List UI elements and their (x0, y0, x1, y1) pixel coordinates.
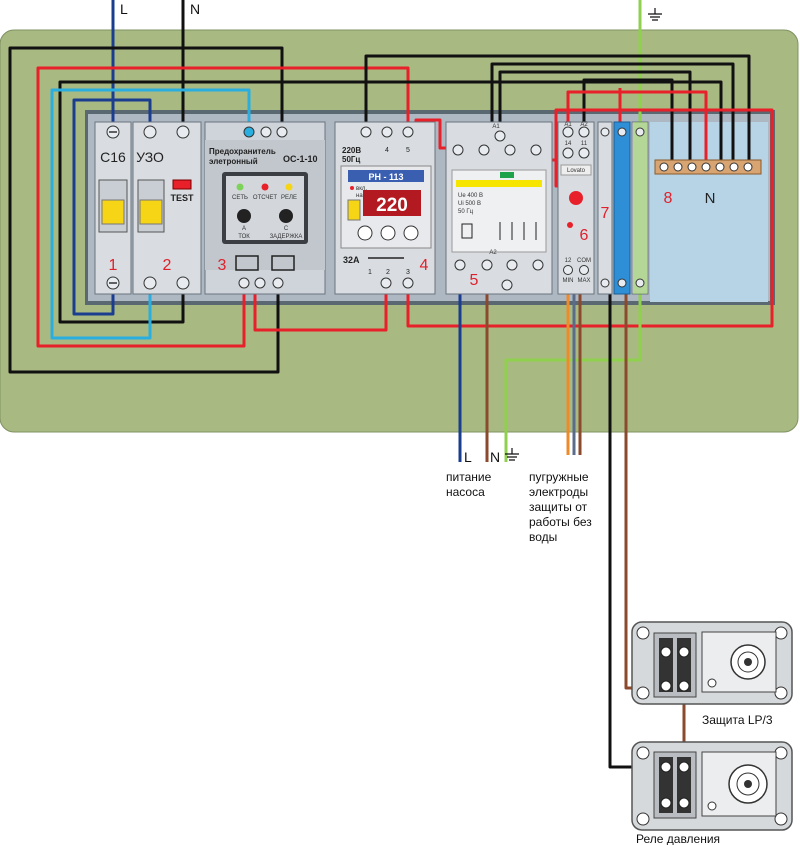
relay-knob-2[interactable] (380, 225, 396, 241)
delay-knob-letter: С (284, 226, 289, 232)
relay-voltage-label: 220В (342, 146, 361, 155)
wire-black-n3 (490, 62, 735, 160)
relay-small-label-1: вкл. (356, 186, 367, 192)
led-countdown (261, 183, 269, 191)
rcd-test-label: TEST (170, 193, 194, 203)
relay-terminal-3: 3 (406, 269, 410, 276)
module-neutral-bus: 8 N (654, 159, 762, 207)
wire-black-n5 (582, 78, 674, 160)
pump-caption-line-1: питание (446, 470, 492, 484)
module-2-label: УЗО (136, 149, 164, 165)
fuse-title: Предохранитель (209, 147, 276, 156)
level-relay-max: MAX (577, 278, 590, 284)
module-7-number: 7 (601, 205, 610, 222)
electrodes-caption-line-5: воды (529, 530, 557, 544)
module-terminal-block: 7 (597, 121, 649, 295)
level-relay-brand: Lovato (567, 168, 586, 174)
module-electronic-fuse: Предохранитель элетронный ОС-1-10 СЕТЬ О… (204, 121, 326, 295)
electrodes-caption-line-3: защиты от (529, 500, 588, 514)
earth-symbol-top (648, 8, 662, 21)
wire-black-n4 (498, 70, 692, 160)
wire-blue-c16-uzo (72, 98, 152, 316)
fuse-title2: элетронный (209, 157, 258, 166)
led-network (236, 183, 244, 191)
fuse-model: ОС-1-10 (283, 154, 318, 164)
relay-model: РН - 113 (368, 172, 403, 182)
led-label-network: СЕТЬ (232, 195, 248, 201)
module-c16-breaker: C16 1 (94, 121, 132, 295)
electrodes-caption-line-1: пугружные (529, 470, 589, 484)
level-relay-a1: A1 (564, 122, 572, 128)
level-relay-11: 11 (581, 141, 588, 147)
module-2-number: 2 (163, 257, 172, 274)
current-knob[interactable] (237, 209, 251, 223)
contactor-spec-2: Ui 500 В (458, 201, 481, 207)
wire-black-n2 (364, 54, 751, 160)
relay-display-value: 220 (376, 195, 408, 216)
module-3-number: 3 (218, 257, 227, 274)
electrodes-caption-line-4: работы без (529, 515, 592, 529)
relay-terminal-1: 1 (368, 269, 372, 276)
module-1-label: C16 (100, 149, 126, 165)
wire-black-inner (58, 80, 723, 324)
led-label-countdown: ОТСЧЕТ (253, 195, 277, 201)
led-relay (285, 183, 293, 191)
wire-red-3-4 (253, 287, 388, 332)
module-contactor: A1 Ue 400 В Ui 500 В 50 Гц 5 A2 (445, 121, 553, 295)
module-6-number: 6 (580, 227, 589, 244)
module-level-relay: A1 A2 14 11 Lovato 6 12 COM MIN MAX (557, 121, 595, 295)
bottom-neutral-label: N (490, 449, 500, 465)
lp3-protection-device: Защита LP/3 (631, 621, 793, 727)
delay-knob-label: ЗАДЕРЖКА (270, 234, 303, 240)
contactor-spec-1: Ue 400 В (458, 193, 483, 199)
relay-knob-1[interactable] (357, 225, 373, 241)
level-relay-a2: A2 (580, 122, 588, 128)
relay-terminal-5: 5 (406, 147, 410, 154)
current-knob-letter: А (242, 226, 246, 232)
rcd-test-button[interactable] (172, 179, 192, 190)
level-relay-dial[interactable] (569, 191, 583, 205)
module-voltage-relay: 220В 50Гц 4 5 РН - 113 вкл. нагрузки 220… (334, 121, 436, 295)
module-rcd: УЗО TEST 2 (132, 121, 202, 295)
level-relay-14: 14 (565, 141, 572, 147)
pressure-relay-device: Реле давления (631, 741, 793, 845)
contactor-a1: A1 (492, 124, 500, 130)
wire-red-loop (36, 66, 410, 348)
level-relay-com: COM (577, 258, 591, 264)
earth-symbol-bottom (505, 448, 519, 461)
wire-cyan (50, 88, 251, 340)
level-relay-min: MIN (563, 278, 574, 284)
contactor-spec-3: 50 Гц (458, 209, 474, 215)
relay-display (363, 190, 421, 216)
pressure-relay-label: Реле давления (636, 832, 720, 845)
wire-black-loop (8, 46, 284, 374)
module-1-number: 1 (109, 257, 118, 274)
contactor-a2: A2 (489, 250, 497, 256)
lp3-label: Защита LP/3 (702, 713, 773, 727)
relay-terminal-2: 2 (386, 269, 390, 276)
relay-terminal-4: 4 (385, 147, 389, 154)
relay-frequency-label: 50Гц (342, 155, 360, 164)
module-5-number: 5 (470, 272, 479, 289)
delay-knob[interactable] (279, 209, 293, 223)
wire-red-bottom-right (406, 108, 774, 328)
relay-knob-3[interactable] (403, 225, 419, 241)
bottom-phase-label: L (464, 449, 472, 465)
level-relay-12: 12 (565, 258, 572, 264)
electrodes-caption-line-2: электроды (529, 485, 588, 499)
led-label-relay: РЕЛЕ (281, 195, 297, 201)
module-4-number: 4 (420, 257, 429, 274)
module-8-number: 8 (664, 190, 673, 207)
pump-caption-line-2: насоса (446, 485, 485, 499)
neutral-bus-letter: N (705, 190, 716, 207)
current-knob-label: ТОК (238, 234, 250, 240)
top-phase-label: L (120, 1, 128, 17)
relay-current-label: 32А (343, 255, 360, 265)
top-neutral-label: N (190, 1, 200, 17)
